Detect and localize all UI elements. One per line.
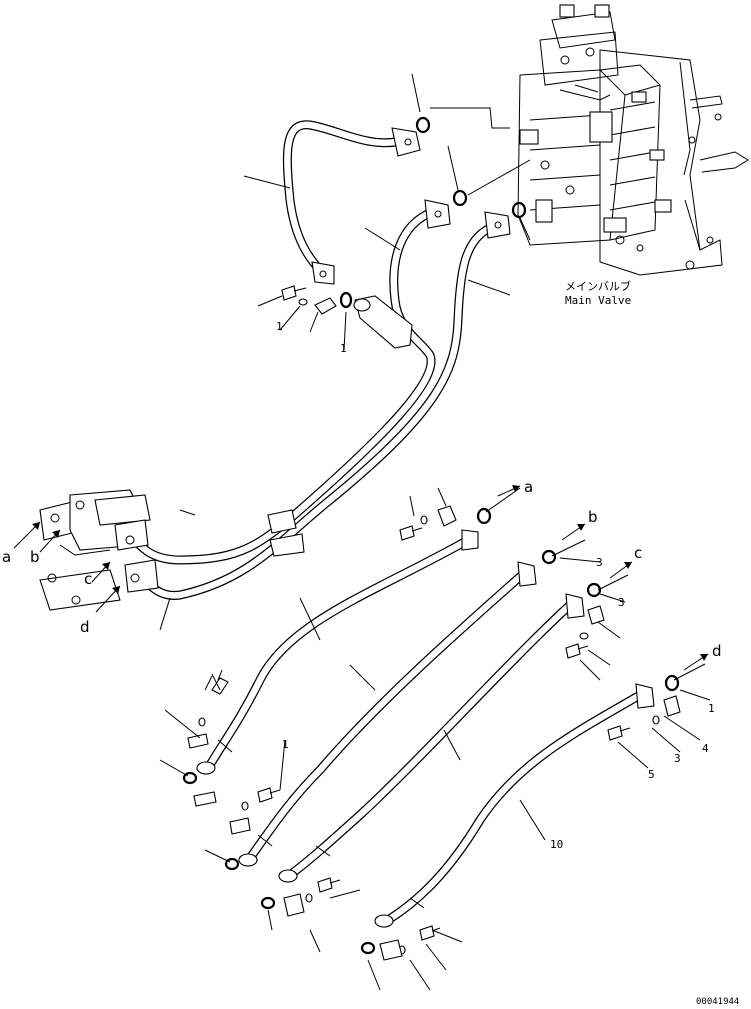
drawing-reference: 00041944 [696,997,739,1007]
connection-label-a-upper: a [524,478,533,496]
connection-label-a-left: a [2,548,11,566]
part-number-label: 4 [702,742,709,755]
connection-label-b-upper: b [588,508,598,526]
part-number-label: 1 [708,702,715,715]
part-number-label: 3 [596,556,603,569]
part-number-label: 5 [648,768,655,781]
connection-label-c-left: c [84,570,92,588]
part-number-label: 10 [550,838,563,851]
main-valve-label-jp: メインバルブ [565,279,631,293]
connection-arrows [13,485,709,671]
part-number-label: 1 [276,320,283,333]
upper-leader-lines [159,73,531,631]
part-number-label: 1 [282,738,289,751]
part-number-label: 3 [618,596,625,609]
main-valve-label-en: Main Valve [565,294,631,307]
lower-hoses [182,505,681,961]
connection-label-b-left: b [30,548,40,566]
upper-hoses [130,116,527,600]
lower-leader-lines [159,487,711,991]
connection-label-d-upper: d [712,642,722,660]
main-valve-assembly [517,4,749,276]
connection-label-d-left: d [80,618,90,636]
left-manifold [39,489,159,611]
part-number-label: 3 [674,752,681,765]
connection-label-c-upper: c [634,544,642,562]
part-number-label: 1 [340,342,347,355]
